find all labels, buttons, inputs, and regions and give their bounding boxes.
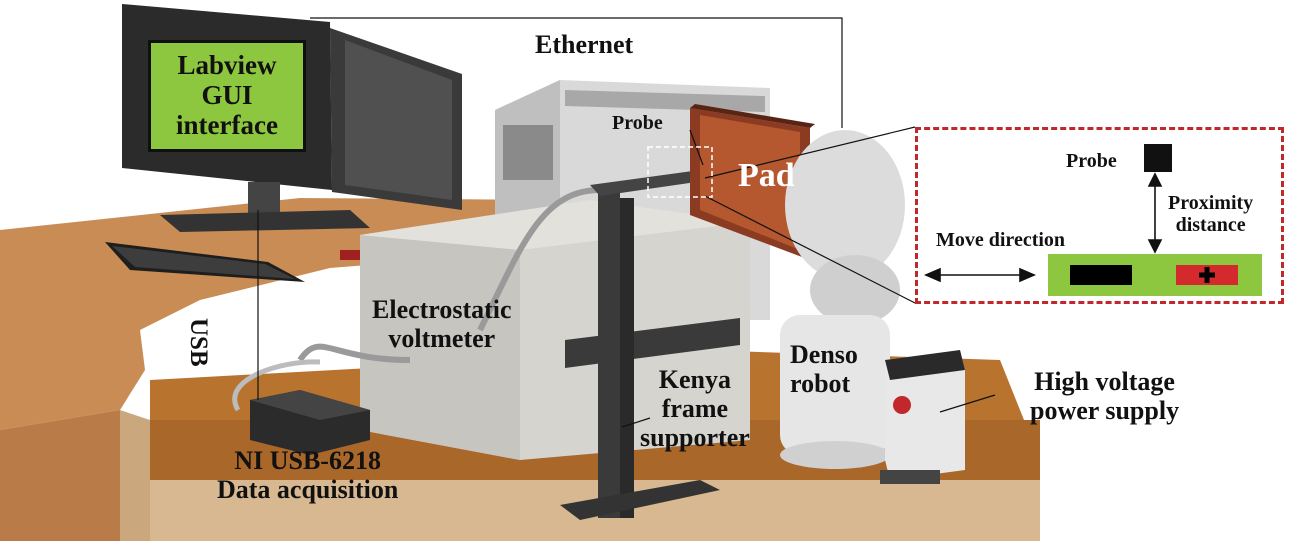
- voltmeter-box: [297, 187, 750, 460]
- labview-gui-box: Labview GUI interface: [148, 40, 306, 152]
- robot: [780, 130, 905, 469]
- kenya-label: Kenya frame supporter: [640, 365, 750, 452]
- hv-power-supply: [880, 350, 965, 484]
- voltmeter-line2: voltmeter: [388, 324, 496, 354]
- kenya-line3: supporter: [640, 423, 750, 453]
- denso-label: Denso robot: [790, 340, 858, 398]
- gui-label-line1: Labview: [177, 50, 277, 81]
- denso-line2: robot: [790, 369, 851, 399]
- inset-detail-box: Probe Proximity distance Move direction: [915, 127, 1284, 304]
- inset-move-label: Move direction: [936, 229, 1066, 251]
- inset-proximity-label: Proximity distance: [1168, 192, 1253, 237]
- keyboard: [105, 242, 305, 282]
- probe-square: [1144, 144, 1172, 172]
- probe-highlight-box: [647, 146, 713, 198]
- voltmeter-label: Electrostatic voltmeter: [372, 295, 512, 353]
- move-direction-arrow: [923, 267, 1037, 283]
- inset-probe-label: Probe: [1066, 150, 1117, 172]
- frame-supporter: [560, 170, 720, 520]
- proximity-arrow: [1147, 172, 1163, 254]
- inset-proximity-line2: distance: [1175, 214, 1246, 237]
- hv-line2: power supply: [1030, 396, 1180, 426]
- daq-box: [232, 359, 370, 455]
- inset-diagram: [923, 144, 1262, 296]
- ethernet-label: Ethernet: [535, 30, 634, 59]
- negative-electrode: [1070, 265, 1132, 285]
- plus-icon: [1199, 267, 1215, 283]
- gui-label-line3: interface: [176, 109, 278, 140]
- pad-label: Pad: [738, 157, 795, 194]
- kenya-line2: frame: [661, 394, 729, 424]
- voltmeter-line1: Electrostatic: [372, 295, 512, 324]
- connection-lines: [257, 17, 996, 428]
- gui-label-line2: GUI: [201, 80, 253, 111]
- hv-label: High voltage power supply: [1030, 367, 1179, 425]
- probe-label: Probe: [612, 112, 663, 134]
- inset-proximity-line1: Proximity: [1168, 192, 1254, 214]
- pad-plate: [690, 104, 815, 260]
- daq-line2: Data acquisition: [217, 475, 399, 505]
- kenya-line1: Kenya: [658, 365, 731, 394]
- daq-line1: NI USB-6218: [234, 446, 381, 475]
- denso-line1: Denso: [790, 340, 858, 369]
- hv-line1: High voltage: [1034, 367, 1175, 396]
- daq-label: NI USB-6218 Data acquisition: [217, 446, 398, 504]
- usb-label: USB: [185, 318, 212, 367]
